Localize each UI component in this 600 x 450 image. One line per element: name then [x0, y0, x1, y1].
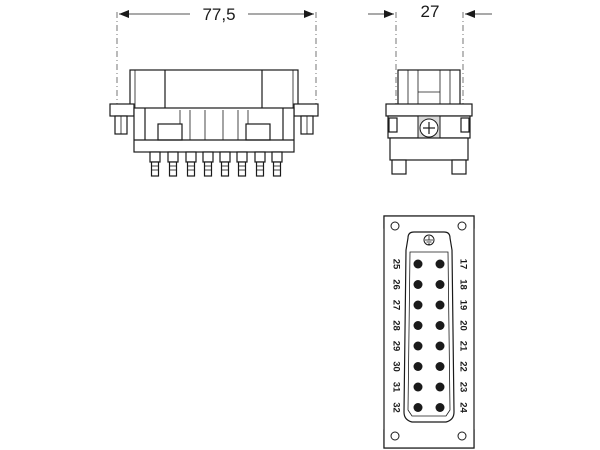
pin-number-label: 21	[458, 341, 469, 352]
mounting-hole-icon	[390, 221, 400, 231]
pin-hole	[413, 362, 423, 371]
pin-number-label: 17	[458, 259, 469, 270]
ground-symbol-icon	[423, 234, 435, 246]
mounting-hole-icon	[457, 431, 467, 441]
dimension-label-27: 27	[421, 2, 440, 21]
front-view: 77,5	[109, 5, 319, 177]
dimension-front-width: 77,5	[116, 5, 317, 105]
pin-hole	[413, 280, 423, 289]
side-view: 27	[368, 2, 492, 175]
pin-hole	[435, 341, 445, 351]
pin-hole	[435, 362, 445, 371]
pin-hole	[413, 259, 423, 269]
front-contact-terminal	[271, 151, 283, 177]
front-contact-terminal	[219, 151, 231, 177]
pin-hole	[413, 300, 423, 310]
front-contact-terminal	[254, 151, 266, 177]
pin-hole	[435, 300, 445, 310]
pin-number-label: 31	[391, 382, 402, 393]
pin-labels-left: 25 26 27 28 29 30 31 32	[391, 259, 402, 413]
pin-number-label: 18	[458, 279, 469, 290]
pin-number-label: 19	[458, 300, 469, 311]
mounting-hole-icon	[390, 431, 400, 441]
dimension-label-77-5: 77,5	[202, 5, 235, 24]
pin-number-label: 20	[458, 320, 469, 331]
pin-number-label: 28	[391, 320, 402, 331]
pin-number-label: 26	[391, 279, 402, 290]
pin-hole	[413, 321, 423, 330]
pin-number-label: 27	[391, 300, 402, 311]
pin-number-label: 29	[391, 341, 402, 352]
pin-labels-right: 17 18 19 20 21 22 23 24	[458, 259, 469, 414]
pin-hole	[435, 403, 445, 412]
pin-number-label: 32	[391, 402, 402, 413]
pin-hole	[413, 403, 423, 412]
pin-grid	[413, 259, 445, 412]
pin-number-label: 22	[458, 361, 469, 372]
pin-number-label: 30	[391, 361, 402, 372]
pin-hole	[413, 382, 423, 392]
pin-number-label: 24	[458, 402, 469, 413]
pin-hole	[435, 259, 445, 269]
pin-hole	[435, 321, 445, 330]
front-contact-terminal	[167, 151, 179, 177]
front-contact-terminal	[149, 151, 161, 177]
pin-hole	[435, 280, 445, 289]
pin-hole	[413, 341, 423, 351]
pin-hole	[435, 382, 445, 392]
pin-face-view: 17 18 19 20 21 22 23 24 25 26 27 28 29 30 31 32	[383, 215, 475, 449]
pin-number-label: 25	[391, 259, 402, 270]
pin-number-label: 23	[458, 382, 469, 393]
front-contacts	[149, 151, 283, 177]
front-contact-terminal	[185, 151, 197, 177]
dimension-side-width: 27	[368, 2, 492, 105]
mounting-hole-icon	[457, 221, 467, 231]
front-contact-terminal	[202, 151, 214, 177]
front-contact-terminal	[236, 151, 248, 177]
